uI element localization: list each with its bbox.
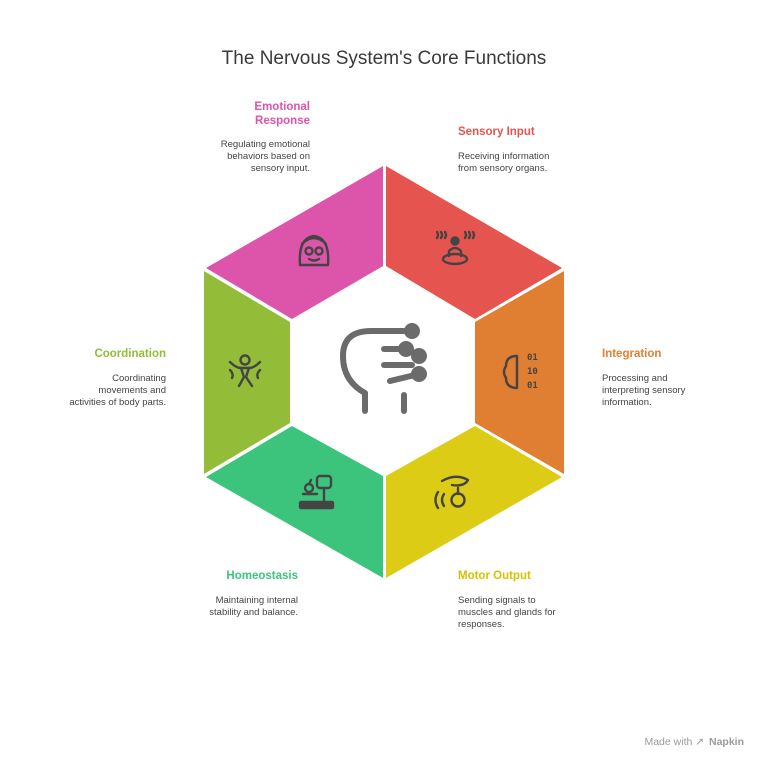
svg-text:01: 01 xyxy=(527,381,538,391)
coordination-description: Coordinating movements and activities of… xyxy=(69,373,166,408)
homeostasis-description: Maintaining internal stability and balan… xyxy=(209,595,298,618)
segment-homeostasis xyxy=(206,426,383,578)
sensory-input-description: Receiving information from sensory organ… xyxy=(458,151,550,174)
head-network-icon xyxy=(340,323,427,414)
sensory-input-label: Sensory Input xyxy=(458,126,535,138)
diagram-title: The Nervous System's Core Functions xyxy=(221,48,547,69)
emotional-response-label: Emotional Response xyxy=(254,101,310,127)
emotional-face-icon xyxy=(298,234,330,267)
homeostasis-label: Homeostasis xyxy=(226,570,298,582)
segment-emotional-response xyxy=(206,166,383,319)
scale-balance-icon xyxy=(298,474,335,510)
napkin-logo-icon: ↗ xyxy=(695,736,705,748)
coordination-person-icon xyxy=(228,354,262,388)
sensory-person-icon xyxy=(435,230,476,266)
svg-text:10: 10 xyxy=(527,367,538,377)
coordination-label: Coordination xyxy=(94,348,166,360)
segment-integration xyxy=(475,271,564,474)
segment-sensory-input xyxy=(386,166,562,319)
motor-output-description: Sending signals to muscles and glands fo… xyxy=(458,595,556,630)
motor-signal-icon xyxy=(434,475,470,510)
brain-binary-icon: 01 10 01 xyxy=(502,353,538,391)
made-with-napkin-footer[interactable]: Made with ↗ Napkin xyxy=(644,736,744,748)
motor-output-label: Motor Output xyxy=(458,570,531,582)
footer-brand: Napkin xyxy=(708,736,744,748)
svg-text:01: 01 xyxy=(527,353,538,363)
integration-label: Integration xyxy=(602,348,662,360)
emotional-response-description: Regulating emotional behaviors based on … xyxy=(220,139,310,174)
footer-text: Made with xyxy=(644,736,693,748)
integration-description: Processing and interpreting sensory info… xyxy=(602,373,686,408)
segment-motor-output xyxy=(386,426,562,578)
